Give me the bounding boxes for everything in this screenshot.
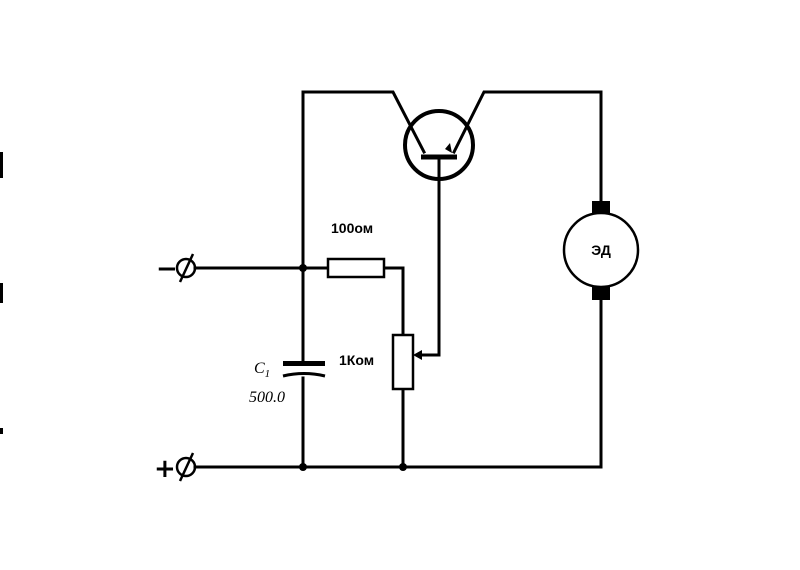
positive-terminal — [175, 452, 197, 482]
wiper-arrow — [413, 350, 422, 360]
circuit-wires — [193, 90, 603, 469]
resistor-100 — [326, 257, 386, 279]
potentiometer-1k — [391, 333, 422, 391]
capacitor-designator: C1 — [254, 360, 270, 380]
wire-top-right — [451, 90, 603, 206]
junctions — [299, 264, 407, 471]
junction-dot — [299, 264, 307, 272]
emitter-arrow — [445, 143, 452, 153]
wire-resistor-to-pot — [382, 266, 405, 337]
motor — [562, 201, 640, 300]
positive-sign: + — [154, 454, 176, 484]
wire-bottom — [193, 298, 603, 469]
negative-sign: − — [156, 254, 178, 284]
capacitor-c1 — [282, 361, 326, 378]
junction-dot — [399, 463, 407, 471]
junction-dot — [299, 463, 307, 471]
negative-terminal — [175, 253, 197, 283]
wire-base-wiper — [418, 158, 441, 357]
wire-top-left — [301, 90, 427, 155]
potentiometer-label: 1Ком — [339, 352, 374, 368]
capacitor-value: 500.0 — [249, 389, 285, 406]
transistor — [403, 109, 475, 181]
edge-marks — [0, 152, 3, 434]
resistor-label: 100ом — [331, 220, 373, 236]
motor-label: ЭД — [591, 242, 611, 258]
